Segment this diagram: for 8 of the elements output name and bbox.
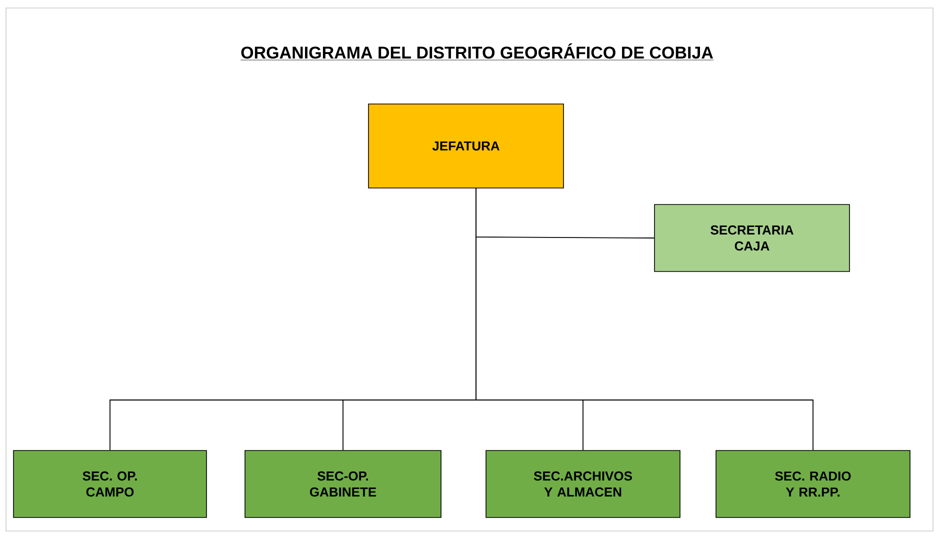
connector-line [476, 188, 814, 451]
org-box: SEC. RADIO Y RR.PP. [716, 450, 910, 518]
org-box: SEC.ARCHIVOS Y ALMACEN [486, 450, 680, 518]
title: ORGANIGRAMA DEL DISTRITO GEOGRÁFICO DE COBIJA [240, 43, 714, 60]
org-box: JEFATURA [368, 104, 564, 188]
org-box: SECRETARIA CAJA [654, 204, 850, 272]
org-box: SEC. OP. CAMPO [13, 450, 207, 518]
org-box: SEC-OP. GABINETE [244, 450, 442, 518]
